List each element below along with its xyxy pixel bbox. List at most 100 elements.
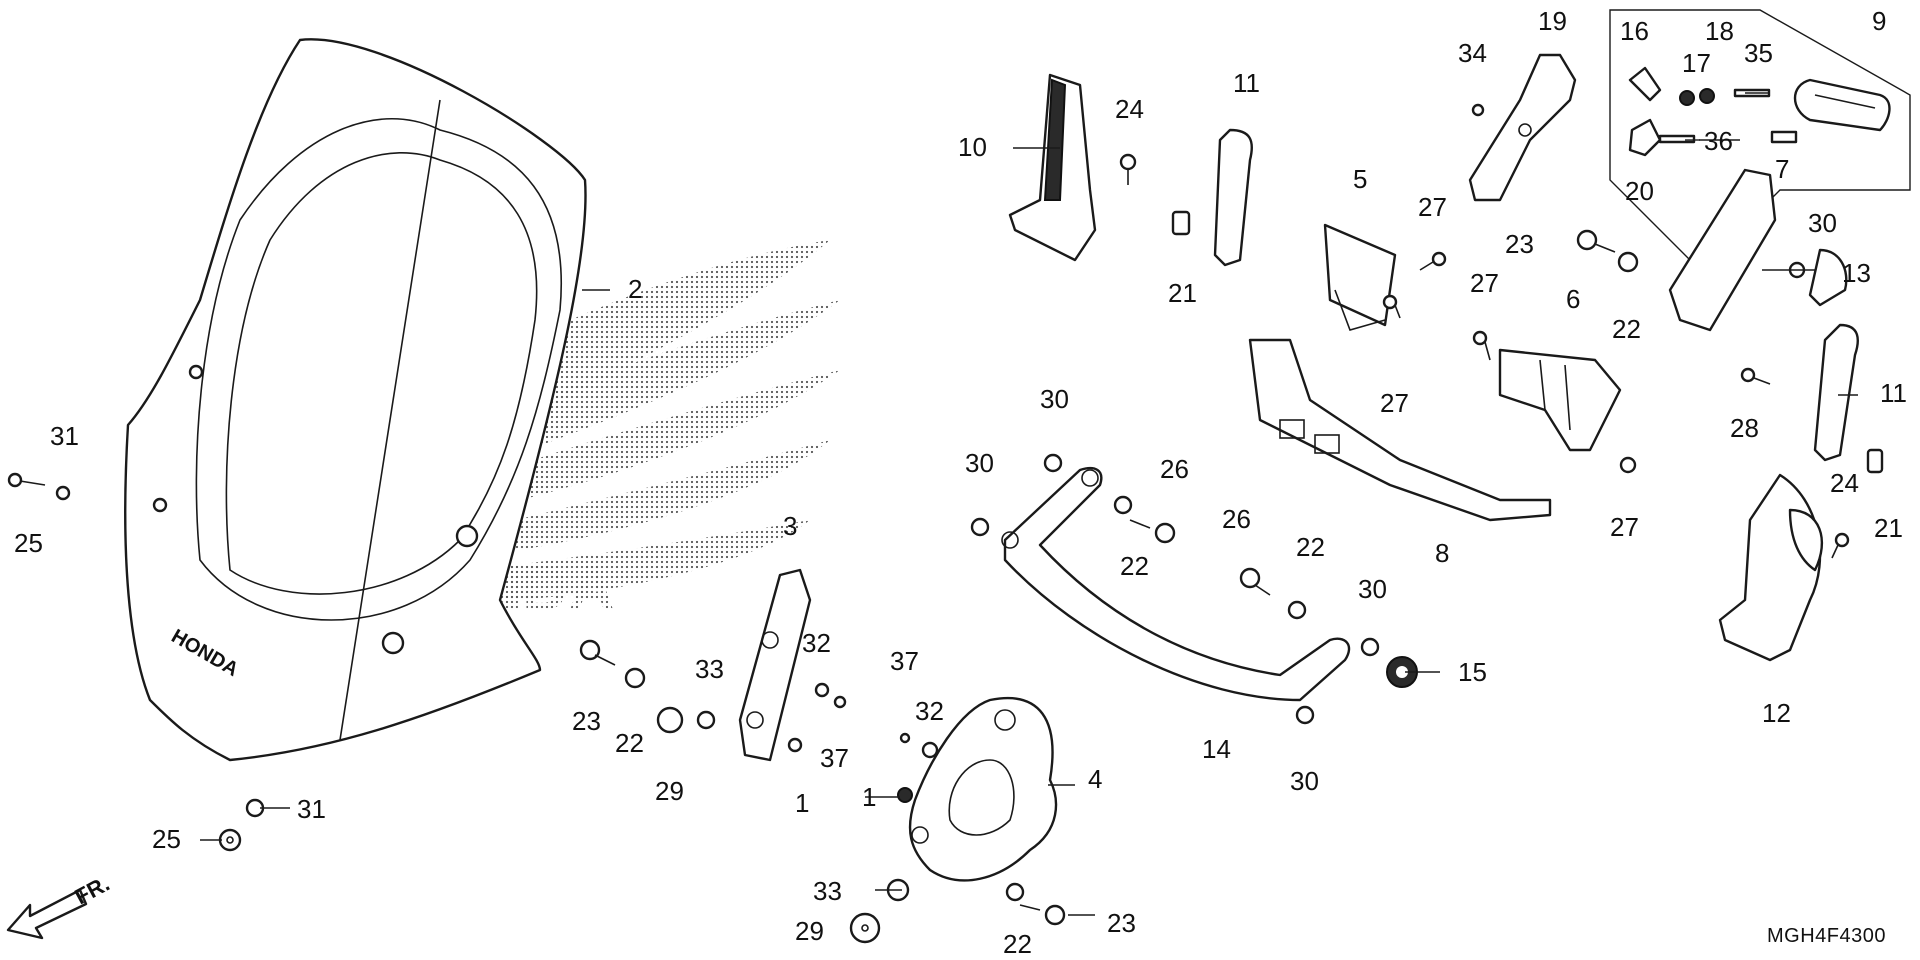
- callout-c31a: 31: [50, 421, 79, 451]
- callout-c13: 13: [1842, 258, 1871, 288]
- nut-1-left: [787, 737, 803, 753]
- callout-c30e: 30: [1808, 208, 1837, 238]
- front-direction-arrow-icon: [6, 888, 88, 940]
- callout-c30c: 30: [1358, 574, 1387, 604]
- callout-c26a: 26: [1160, 454, 1189, 484]
- part-16-lever: [1628, 66, 1662, 102]
- callout-c31b: 31: [297, 794, 326, 824]
- part-9-sub-bracket: [1668, 168, 1777, 332]
- part-3-bracket: [738, 568, 812, 762]
- callout-c21a: 21: [1168, 278, 1197, 308]
- part-6-cover: [1498, 348, 1622, 452]
- callout-c6: 6: [1566, 284, 1580, 314]
- part-19-upper-bracket: [1468, 53, 1577, 202]
- screw-25-upper: [7, 472, 46, 488]
- callout-c15: 15: [1458, 657, 1487, 687]
- callout-c22d: 22: [1296, 532, 1325, 562]
- callout-c18: 18: [1705, 16, 1734, 46]
- callout-c37a: 37: [890, 646, 919, 676]
- part-18-spring: [1699, 88, 1715, 104]
- callout-c23b: 23: [1107, 908, 1136, 938]
- callout-c2: 2: [628, 274, 642, 304]
- part-4-mount-plate: [908, 696, 1058, 882]
- screw-34: [1471, 103, 1485, 117]
- callout-c26b: 26: [1222, 504, 1251, 534]
- callout-c24b: 24: [1830, 468, 1859, 498]
- screw-24-right: [1831, 532, 1850, 559]
- washer-30-c: [1360, 637, 1380, 657]
- part-10-side-bracket: [1008, 73, 1097, 262]
- callout-c36: 36: [1704, 126, 1733, 156]
- callout-c30b: 30: [965, 448, 994, 478]
- callout-c25b: 25: [152, 824, 181, 854]
- callout-c16: 16: [1620, 16, 1649, 46]
- washer-32-left: [814, 682, 830, 698]
- callout-c11a: 11: [1233, 68, 1260, 98]
- callout-c27b: 27: [1380, 388, 1409, 418]
- washer-22-center-b: [1287, 600, 1307, 620]
- callout-c33a: 33: [695, 654, 724, 684]
- nut-27-d: [1619, 456, 1637, 474]
- part-12-side-bracket: [1718, 473, 1824, 662]
- bolt-26-b: [1239, 567, 1271, 596]
- bolt-23-bottom: [1019, 904, 1066, 926]
- nut-21-top: [1171, 210, 1191, 236]
- nut-25-lower: [218, 828, 242, 852]
- bolt-26-a: [1129, 519, 1176, 544]
- callout-c35: 35: [1744, 38, 1773, 68]
- washer-30-b: [970, 517, 990, 537]
- callout-c3: 3: [783, 511, 797, 541]
- diagram-code: MGH4F4300: [1767, 925, 1886, 947]
- callout-leaders: [200, 92, 1858, 916]
- nut-1-center: [897, 787, 913, 803]
- callout-c30d: 30: [1290, 766, 1319, 796]
- callout-c19: 19: [1538, 6, 1567, 36]
- part-36-pin: [1658, 134, 1696, 144]
- part-5-cover: [1323, 223, 1397, 331]
- part-14-arm: [1001, 466, 1351, 702]
- screw-24-top: [1119, 153, 1137, 185]
- part-11-rail: [1213, 128, 1253, 267]
- callout-c32a: 32: [802, 628, 831, 658]
- screw-28: [1740, 367, 1771, 385]
- bolt-23-left: [579, 639, 616, 666]
- callout-c7: 7: [1775, 154, 1789, 184]
- callout-c22c: 22: [1120, 551, 1149, 581]
- washer-32-center: [921, 741, 939, 759]
- callout-c8: 8: [1435, 538, 1449, 568]
- callout-c29b: 29: [795, 916, 824, 946]
- callout-c27a: 27: [1418, 192, 1447, 222]
- callout-c1b: 1: [862, 782, 876, 812]
- clip-37-center: [899, 732, 911, 744]
- screw-27-b: [1382, 294, 1401, 319]
- callout-c34: 34: [1458, 38, 1487, 68]
- collar-33-left: [696, 710, 716, 730]
- callout-c37b: 37: [820, 743, 849, 773]
- callout-c14: 14: [1202, 734, 1231, 764]
- callout-c5: 5: [1353, 164, 1367, 194]
- part-13-plate: [1808, 248, 1848, 307]
- callout-c25a: 25: [14, 528, 43, 558]
- callout-c10: 10: [958, 132, 987, 162]
- screw-27-a: [1419, 251, 1447, 271]
- clip-37-left: [833, 695, 847, 709]
- callout-c1a: 1: [795, 788, 809, 818]
- screw-27-c: [1472, 330, 1491, 361]
- callout-c32b: 32: [915, 696, 944, 726]
- callout-c23a: 23: [572, 706, 601, 736]
- washer-30-a: [1043, 453, 1063, 473]
- washer-30-d: [1295, 705, 1315, 725]
- hardware-fasteners: [7, 66, 1884, 944]
- callout-c12: 12: [1762, 698, 1791, 728]
- bolt-23-right: [1576, 229, 1616, 253]
- part-11-rail-right: [1813, 323, 1859, 462]
- callout-c17: 17: [1682, 48, 1711, 78]
- part-8-stay: [1248, 338, 1552, 522]
- washer-22-right: [1617, 251, 1639, 273]
- part-windscreen: HONDA: [124, 38, 587, 762]
- callout-c22b: 22: [1003, 929, 1032, 959]
- callout-c4: 4: [1088, 764, 1102, 794]
- part-7-pin: [1770, 130, 1798, 144]
